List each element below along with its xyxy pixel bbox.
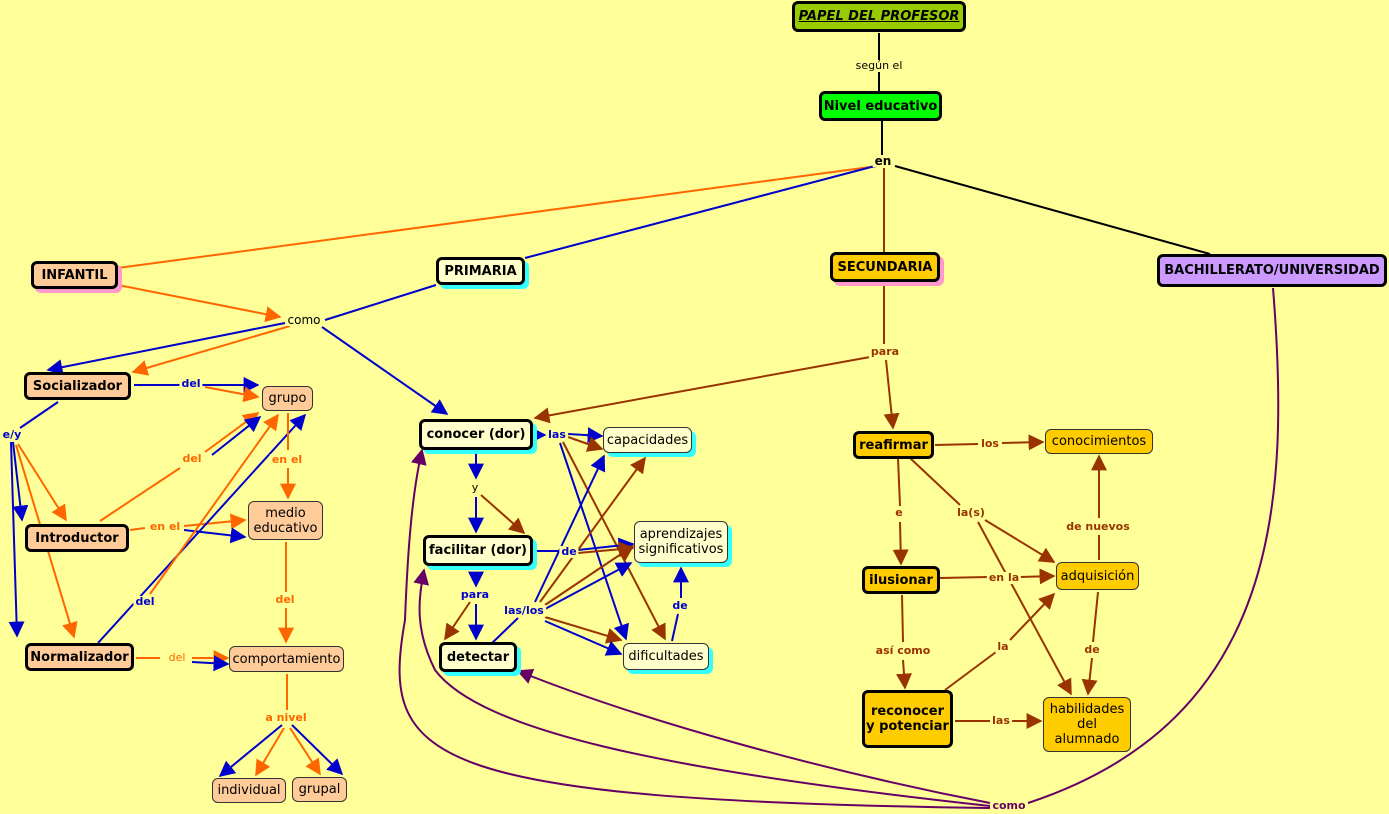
node-habilidades-alumnado[interactable]: habilidades del alumnado	[1043, 697, 1131, 752]
link-en: en	[872, 154, 894, 168]
link-de-nuevos: de nuevos	[1064, 520, 1132, 533]
node-aprendizajes[interactable]: aprendizajes significativos	[634, 521, 728, 563]
link-como-bachillerato: como	[990, 799, 1028, 812]
link-las-reconocer: las	[990, 714, 1012, 727]
node-bachillerato-universidad[interactable]: BACHILLERATO/UNIVERSIDAD	[1157, 254, 1387, 287]
node-papel-del-profesor[interactable]: PAPEL DEL PROFESOR	[792, 1, 966, 32]
node-capacidades[interactable]: capacidades	[603, 427, 692, 453]
node-ilusionar[interactable]: ilusionar	[862, 566, 940, 594]
node-grupal[interactable]: grupal	[292, 777, 347, 802]
node-dificultades[interactable]: dificultades	[623, 643, 709, 670]
link-de-facilitar: de	[559, 545, 579, 558]
node-socializador[interactable]: Socializador	[24, 372, 131, 400]
node-conocimientos[interactable]: conocimientos	[1045, 429, 1153, 454]
link-las-conocer: las	[546, 428, 568, 441]
link-del-medio: del	[273, 593, 297, 606]
node-comportamiento[interactable]: comportamiento	[229, 646, 344, 672]
link-del-introductor: del	[180, 452, 204, 465]
link-en-el-introductor: en el	[147, 520, 183, 533]
node-medio-educativo[interactable]: medio educativo	[248, 501, 323, 540]
node-normalizador[interactable]: Normalizador	[25, 643, 134, 671]
link-las-reafirmar: la(s)	[955, 506, 987, 519]
link-del-socializador: del	[179, 377, 203, 390]
link-la: la	[995, 640, 1011, 653]
node-facilitar[interactable]: facilitar (dor)	[423, 535, 533, 566]
link-a-nivel: a nivel	[263, 711, 309, 724]
node-detectar[interactable]: detectar	[439, 642, 517, 672]
link-segun-el: según el	[853, 59, 905, 72]
node-nivel-educativo[interactable]: Nivel educativo	[819, 91, 942, 121]
link-del-normalizador-grupo: del	[133, 595, 157, 608]
link-los: los	[979, 437, 1001, 450]
node-secundaria[interactable]: SECUNDARIA	[830, 252, 940, 282]
link-las-los: las/los	[502, 604, 546, 617]
link-para-facilitar: para	[458, 588, 492, 601]
node-infantil[interactable]: INFANTIL	[31, 261, 118, 289]
node-individual[interactable]: individual	[212, 778, 286, 803]
node-reafirmar[interactable]: reafirmar	[853, 431, 934, 459]
node-reconocer-potenciar[interactable]: reconocer y potenciar	[862, 690, 953, 748]
node-adquisicion[interactable]: adquisición	[1056, 562, 1139, 590]
node-grupo[interactable]: grupo	[262, 386, 313, 411]
link-e: e	[893, 506, 905, 519]
link-en-el-grupo: en el	[269, 453, 305, 466]
node-conocer[interactable]: conocer (dor)	[419, 419, 533, 450]
link-de-dificultades: de	[670, 599, 690, 612]
node-primaria[interactable]: PRIMARIA	[436, 257, 525, 285]
link-para-secundaria: para	[868, 345, 902, 358]
link-del-normalizador: del	[166, 651, 188, 664]
node-introductor[interactable]: Introductor	[25, 524, 129, 552]
link-como: como	[285, 313, 323, 327]
link-e-y: e/y	[0, 428, 24, 441]
link-de-adquisicion: de	[1082, 643, 1102, 656]
link-en-la: en la	[986, 571, 1022, 584]
link-asi-como: así como	[873, 644, 933, 657]
link-y: y	[469, 481, 481, 494]
